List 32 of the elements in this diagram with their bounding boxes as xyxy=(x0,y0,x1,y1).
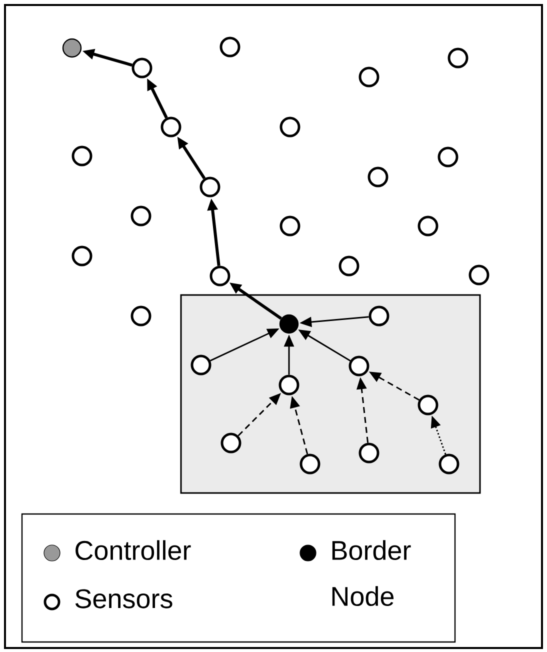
sensor-node xyxy=(438,146,458,168)
sensor-node xyxy=(200,176,220,198)
sensor-node xyxy=(72,246,92,266)
legend-label: Controller xyxy=(76,540,191,560)
sensor-node xyxy=(280,216,300,236)
sensor-node xyxy=(130,206,152,226)
sensor-node xyxy=(160,116,182,138)
sensor-node xyxy=(210,266,230,286)
sensor-node xyxy=(132,58,152,78)
sensor-node xyxy=(448,48,468,68)
sensor-node xyxy=(358,442,380,464)
legend-label: Sensors xyxy=(75,589,172,608)
legend-label: Border Node xyxy=(332,540,411,606)
sensor-node xyxy=(280,116,300,138)
sensor-node xyxy=(220,36,240,58)
sensor-node xyxy=(278,374,300,396)
sensor-node xyxy=(348,356,370,376)
sensor-node xyxy=(438,454,460,474)
sensor-node xyxy=(418,394,438,416)
sensor-node xyxy=(300,454,320,474)
sensor-node xyxy=(418,216,438,236)
sensor-node xyxy=(130,306,152,326)
sensor-node xyxy=(368,166,388,188)
sensor-node xyxy=(338,256,360,276)
sensor-node xyxy=(72,146,92,166)
sensor-node xyxy=(220,432,242,454)
region-box xyxy=(180,294,481,494)
sensor-node xyxy=(368,306,390,326)
sensor-node xyxy=(190,354,212,376)
sensor-node xyxy=(358,66,380,88)
sensor-node xyxy=(468,264,490,286)
controller-node xyxy=(62,38,82,58)
